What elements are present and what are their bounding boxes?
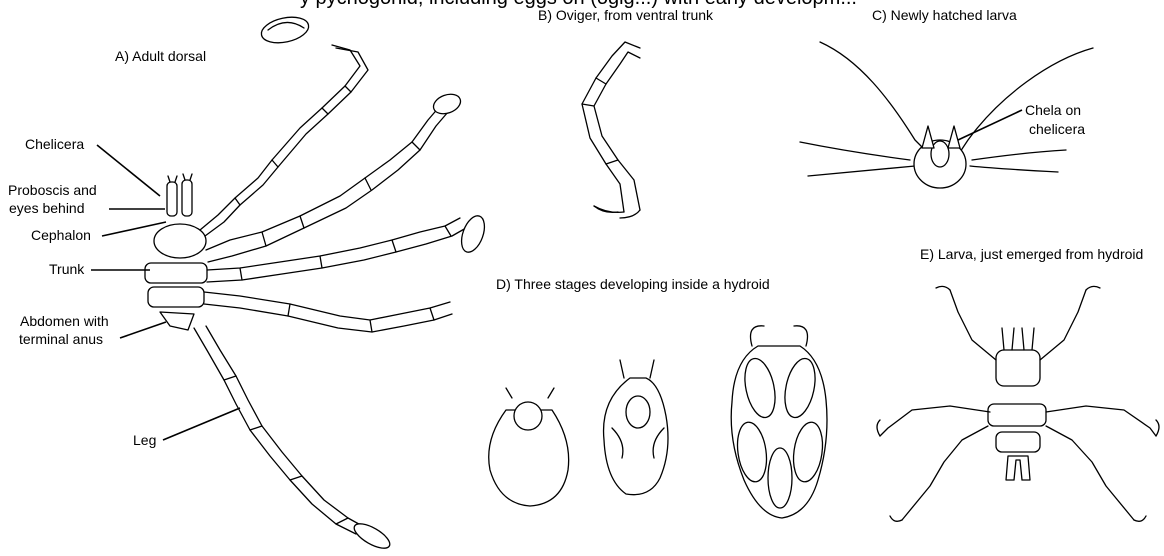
leader-leg	[163, 408, 240, 440]
leader-abdomen	[120, 322, 166, 338]
panel-b-title: B) Oviger, from ventral trunk	[538, 7, 714, 23]
label-chela-line1: Chela on	[1025, 102, 1081, 118]
adult-pycnogonid-drawing	[145, 13, 489, 553]
label-leg: Leg	[133, 432, 156, 448]
label-abdomen-line1: Abdomen with	[20, 313, 109, 329]
oviger-drawing	[582, 42, 640, 218]
panel-c-title: C) Newly hatched larva	[872, 7, 1017, 23]
leader-chelicera	[97, 145, 160, 196]
label-proboscis-line1: Proboscis and	[8, 182, 97, 198]
label-abdomen-line2: terminal anus	[19, 331, 103, 347]
panel-e-title: E) Larva, just emerged from hydroid	[920, 246, 1143, 262]
hydroid-stage-2-drawing	[604, 360, 668, 495]
label-chela-line2: chelicera	[1029, 121, 1085, 137]
panel-a-title: A) Adult dorsal	[115, 48, 206, 64]
emerged-larva-drawing	[877, 286, 1159, 521]
hydroid-stage-3-drawing	[731, 326, 827, 518]
label-trunk: Trunk	[49, 261, 85, 277]
hydroid-stage-1-drawing	[489, 388, 569, 506]
label-cephalon: Cephalon	[31, 227, 91, 243]
label-proboscis-line2: eyes behind	[9, 200, 85, 216]
label-chelicera: Chelicera	[25, 136, 84, 152]
panel-d-title: D) Three stages developing inside a hydr…	[496, 276, 770, 292]
